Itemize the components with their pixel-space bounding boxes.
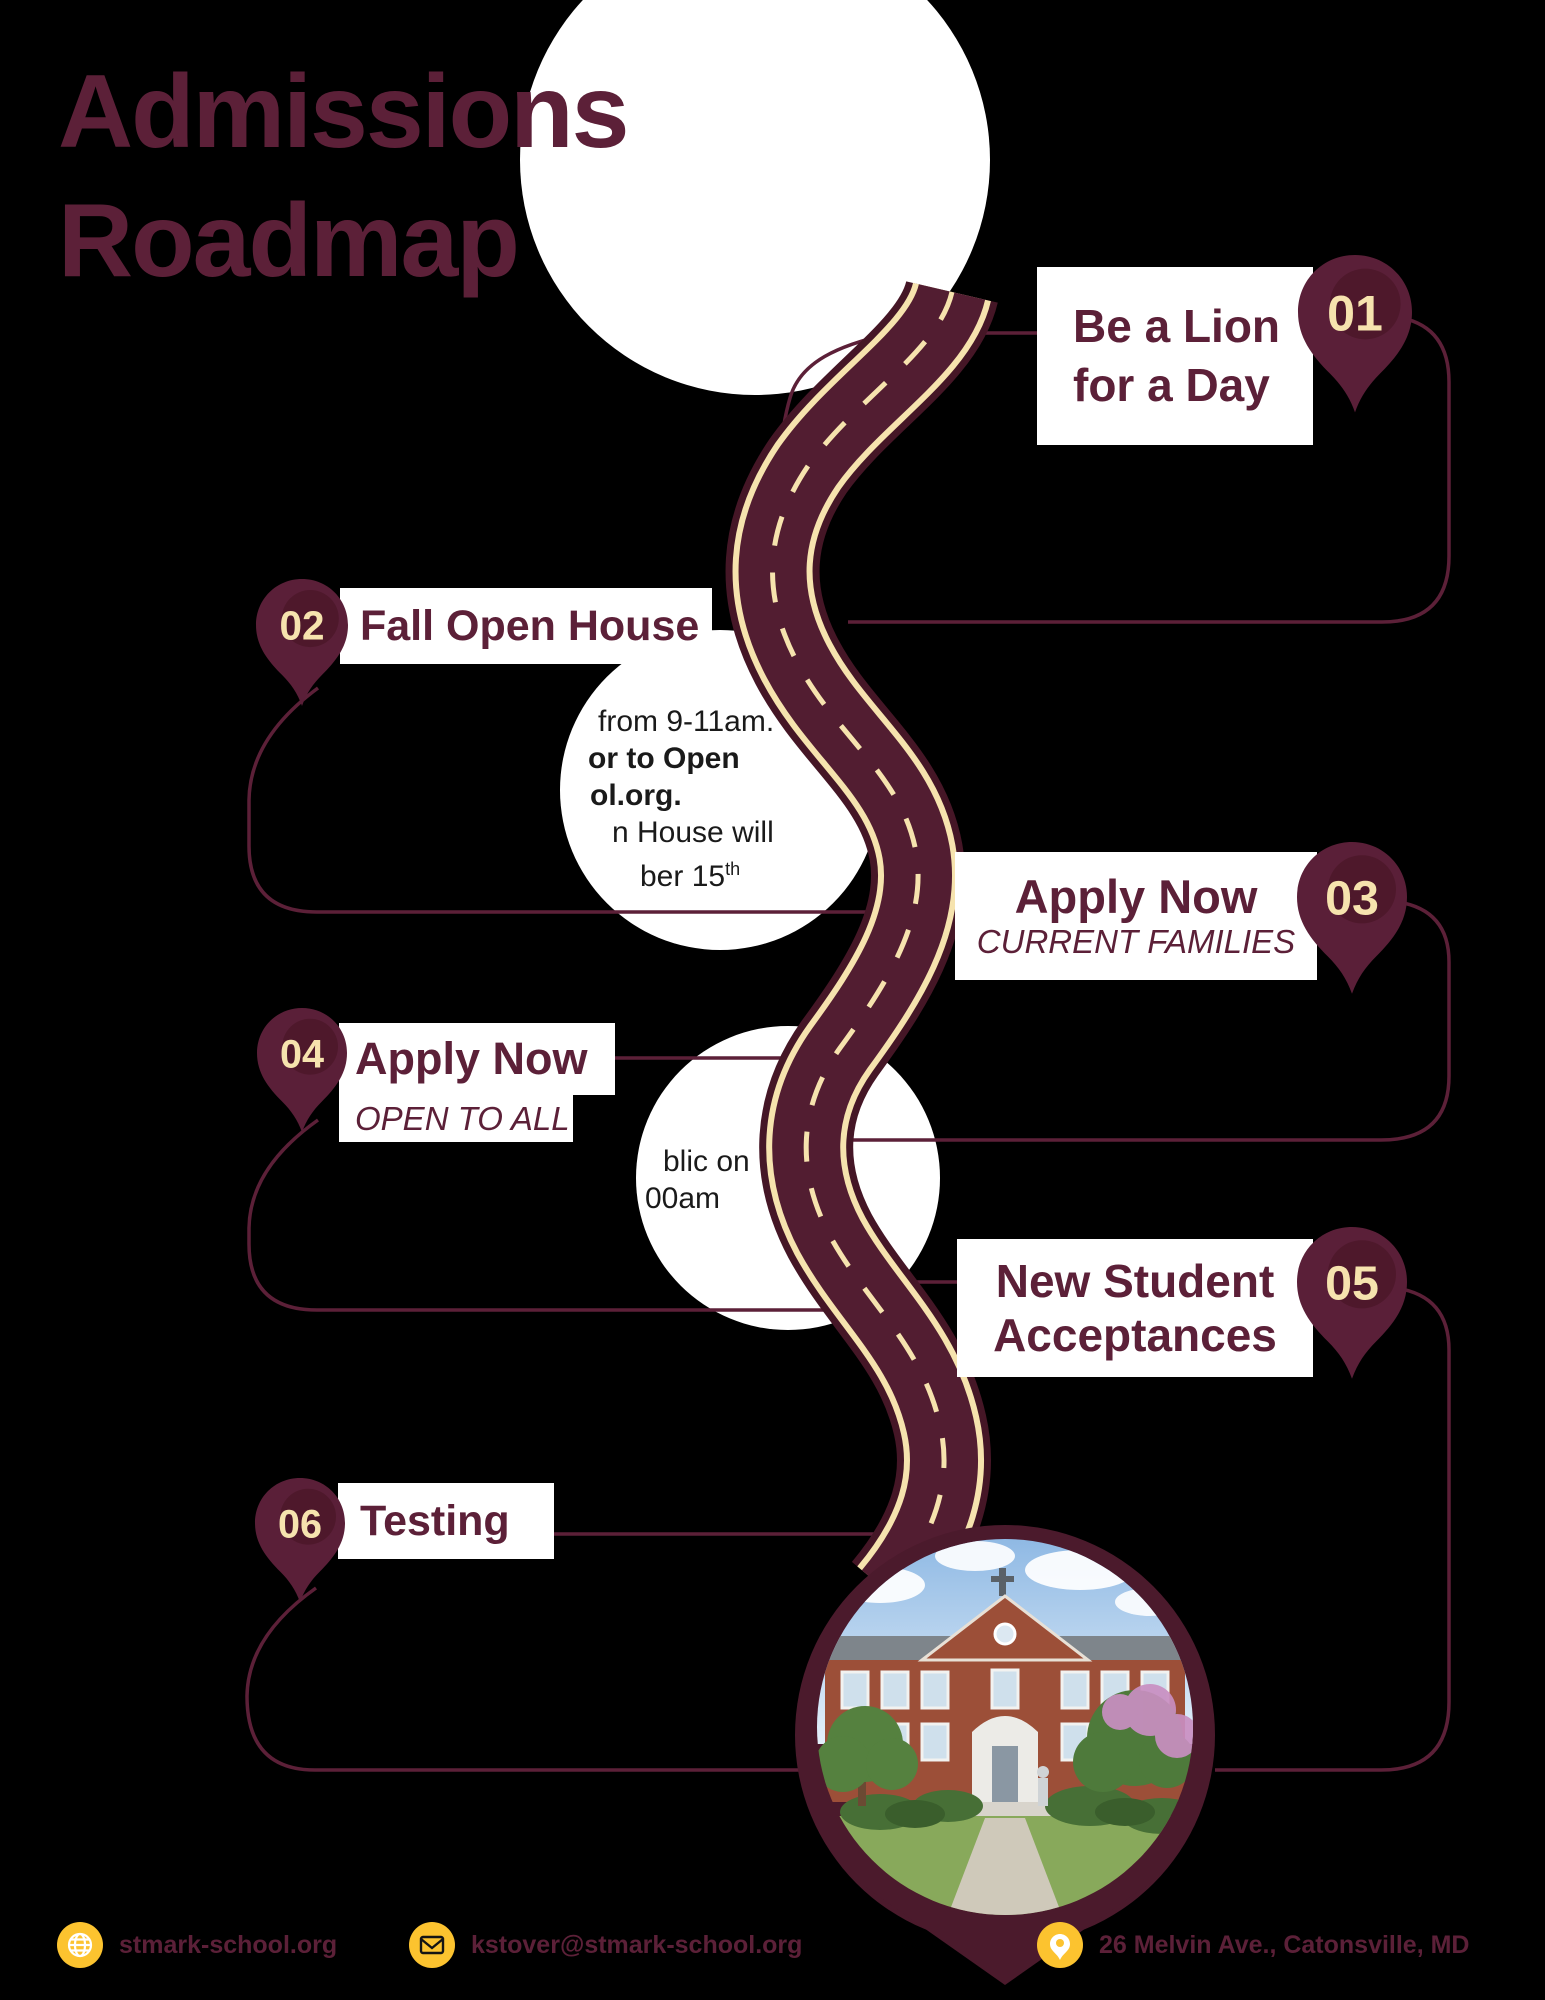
connector-02-loop <box>247 686 880 914</box>
connector-05-loop <box>1215 1286 1451 1772</box>
school-building-photo <box>817 1539 1193 1915</box>
connector-04-loop <box>247 1118 860 1312</box>
pin-number: 05 <box>1325 1257 1379 1311</box>
school-photo-pin <box>795 1525 1215 1985</box>
pin-number: 06 <box>278 1502 322 1546</box>
map-pin-01: 01 <box>1298 255 1412 413</box>
map-pin-03: 03 <box>1297 842 1407 994</box>
map-pin-05: 05 <box>1297 1227 1407 1379</box>
pin-number: 02 <box>279 603 324 649</box>
map-pin-02: 02 <box>256 579 348 706</box>
connector-06-loop <box>245 1586 805 1772</box>
pin-number: 01 <box>1327 285 1383 341</box>
map-pin-06: 06 <box>255 1478 345 1603</box>
pin-number: 04 <box>280 1032 324 1076</box>
connector-03-loop <box>850 900 1451 1142</box>
connector-01-loop <box>848 316 1451 624</box>
map-pin-04: 04 <box>257 1008 347 1133</box>
pin-number: 03 <box>1325 872 1379 926</box>
